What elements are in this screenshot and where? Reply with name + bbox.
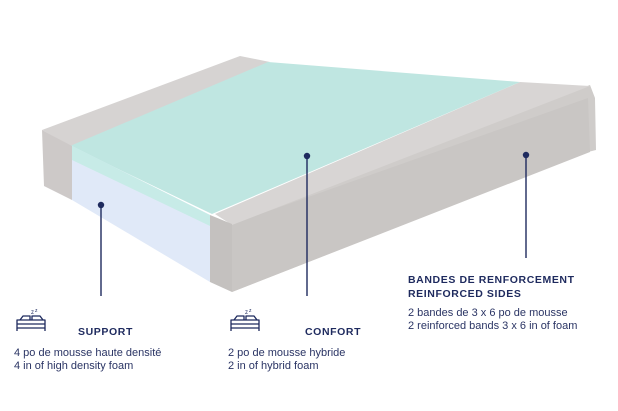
sides-line-fr: 2 bandes de 3 x 6 po de mousse [408,307,568,319]
comfort-foam-edge [72,146,210,226]
confort-line-en: 2 in of hybrid foam [228,360,319,372]
sides-title-en: REINFORCED SIDES [408,288,522,300]
support-leader-dot [97,201,105,209]
support-foam-layer [72,146,210,282]
svg-text:z: z [245,310,248,316]
svg-text:z: z [31,310,34,316]
svg-text:z: z [249,308,252,314]
sides-line-en: 2 reinforced bands 3 x 6 in of foam [408,320,578,332]
bed-icon: z z [230,308,260,331]
front-reinforced-block [210,215,232,292]
sides-leader-dot [522,151,530,159]
svg-text:z: z [35,308,38,314]
bed-icon: z z [16,308,46,331]
support-line-fr: 4 po de mousse haute densité [14,347,162,359]
right-reinforced-band [215,82,590,225]
left-end-face [42,130,72,200]
sides-title-fr: BANDES DE RENFORCEMENT [408,274,575,286]
left-reinforced-band [42,56,270,148]
confort-line-fr: 2 po de mousse hybride [228,347,346,359]
confort-leader-dot [303,152,311,160]
confort-title: CONFORT [305,326,362,338]
support-line-en: 4 in of high density foam [14,360,134,372]
mattress-front-side [232,98,590,292]
comfort-foam-layer [70,62,520,214]
support-title: SUPPORT [78,326,133,338]
